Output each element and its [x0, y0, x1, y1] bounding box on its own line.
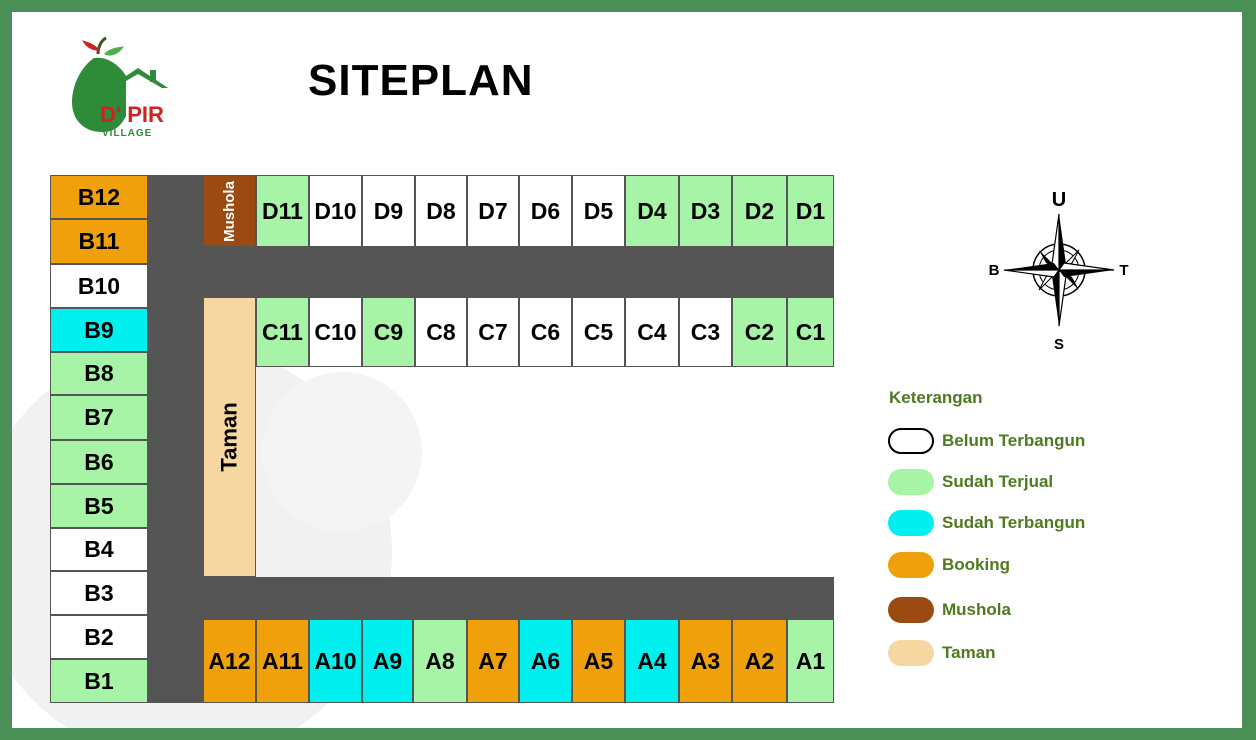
lot-d1[interactable]: D1 — [787, 175, 834, 247]
lot-c6[interactable]: C6 — [519, 297, 572, 367]
compass-north-label: U — [1052, 189, 1066, 211]
legend-swatch-belum — [888, 428, 934, 454]
lot-c10[interactable]: C10 — [309, 297, 362, 367]
lot-d3[interactable]: D3 — [679, 175, 732, 247]
lot-a6[interactable]: A6 — [519, 619, 572, 703]
legend-item-terbangun: Sudah Terbangun — [888, 510, 1085, 536]
legend-item-belum: Belum Terbangun — [888, 428, 1085, 454]
legend-label-belum: Belum Terbangun — [942, 431, 1086, 450]
lot-a8[interactable]: A8 — [413, 619, 467, 703]
lot-c9[interactable]: C9 — [362, 297, 415, 367]
lot-b8[interactable]: B8 — [50, 352, 148, 395]
legend-swatch-mushola — [888, 597, 934, 623]
legend-item-booking: Booking — [888, 552, 1010, 578]
road-top — [147, 247, 834, 297]
lot-b5[interactable]: B5 — [50, 484, 148, 528]
lot-c8[interactable]: C8 — [415, 297, 467, 367]
lot-d9[interactable]: D9 — [362, 175, 415, 247]
lot-a2[interactable]: A2 — [732, 619, 787, 703]
legend-swatch-booking — [888, 552, 934, 578]
lot-c1[interactable]: C1 — [787, 297, 834, 367]
legend-label-taman: Taman — [942, 643, 996, 662]
lot-b9[interactable]: B9 — [50, 308, 148, 352]
compass-south-label: S — [1054, 336, 1064, 353]
mushola-label: Mushola — [221, 180, 238, 242]
lot-d5[interactable]: D5 — [572, 175, 625, 247]
lot-a9[interactable]: A9 — [362, 619, 413, 703]
lot-d8[interactable]: D8 — [415, 175, 467, 247]
lot-b7[interactable]: B7 — [50, 395, 148, 440]
taman-park: Taman — [203, 297, 256, 577]
lot-b2[interactable]: B2 — [50, 615, 148, 659]
lot-a7[interactable]: A7 — [467, 619, 519, 703]
legend-title: Keterangan — [889, 388, 983, 407]
compass-east-label: T — [1119, 262, 1128, 279]
compass-rose-icon: U S B T — [989, 189, 1129, 353]
legend-swatch-terjual — [888, 469, 934, 495]
lot-a10[interactable]: A10 — [309, 619, 362, 703]
legend-label-terbangun: Sudah Terbangun — [942, 513, 1086, 532]
legend-item-mushola: Mushola — [888, 597, 1011, 623]
legend-label-mushola: Mushola — [942, 600, 1011, 619]
mushola-building: Mushola — [203, 175, 256, 247]
lot-d4[interactable]: D4 — [625, 175, 679, 247]
lot-b10[interactable]: B10 — [50, 264, 148, 308]
lot-a1[interactable]: A1 — [787, 619, 834, 703]
lot-a3[interactable]: A3 — [679, 619, 732, 703]
lot-d7[interactable]: D7 — [467, 175, 519, 247]
lot-d2[interactable]: D2 — [732, 175, 787, 247]
lot-c11[interactable]: C11 — [256, 297, 309, 367]
legend-item-taman: Taman — [888, 640, 996, 666]
lot-b1[interactable]: B1 — [50, 659, 148, 703]
lot-b6[interactable]: B6 — [50, 440, 148, 484]
legend-swatch-terbangun — [888, 510, 934, 536]
watermark-shape — [262, 372, 422, 532]
lot-d10[interactable]: D10 — [309, 175, 362, 247]
lot-b4[interactable]: B4 — [50, 528, 148, 571]
lot-a12[interactable]: A12 — [203, 619, 256, 703]
lot-c7[interactable]: C7 — [467, 297, 519, 367]
lot-c3[interactable]: C3 — [679, 297, 732, 367]
logo-sub-text: VILLAGE — [102, 128, 152, 139]
lot-a4[interactable]: A4 — [625, 619, 679, 703]
lot-c2[interactable]: C2 — [732, 297, 787, 367]
legend-swatch-taman — [888, 640, 934, 666]
logo-brand-text: D' PIR — [100, 102, 164, 127]
compass-west-label: B — [989, 262, 1000, 279]
lot-a5[interactable]: A5 — [572, 619, 625, 703]
lot-c5[interactable]: C5 — [572, 297, 625, 367]
lot-b3[interactable]: B3 — [50, 571, 148, 615]
legend-label-terjual: Sudah Terjual — [942, 472, 1054, 491]
page-title: SITEPLAN — [308, 56, 534, 105]
legend-item-terjual: Sudah Terjual — [888, 469, 1053, 495]
lot-c4[interactable]: C4 — [625, 297, 679, 367]
legend-label-booking: Booking — [942, 555, 1010, 574]
road-bottom — [147, 577, 834, 619]
lot-d11[interactable]: D11 — [256, 175, 309, 247]
taman-label: Taman — [216, 402, 242, 472]
lot-a11[interactable]: A11 — [256, 619, 309, 703]
dpir-village-logo: D' PIR VILLAGE — [72, 36, 168, 139]
lot-b11[interactable]: B11 — [50, 219, 148, 264]
lot-d6[interactable]: D6 — [519, 175, 572, 247]
lot-b12[interactable]: B12 — [50, 175, 148, 219]
